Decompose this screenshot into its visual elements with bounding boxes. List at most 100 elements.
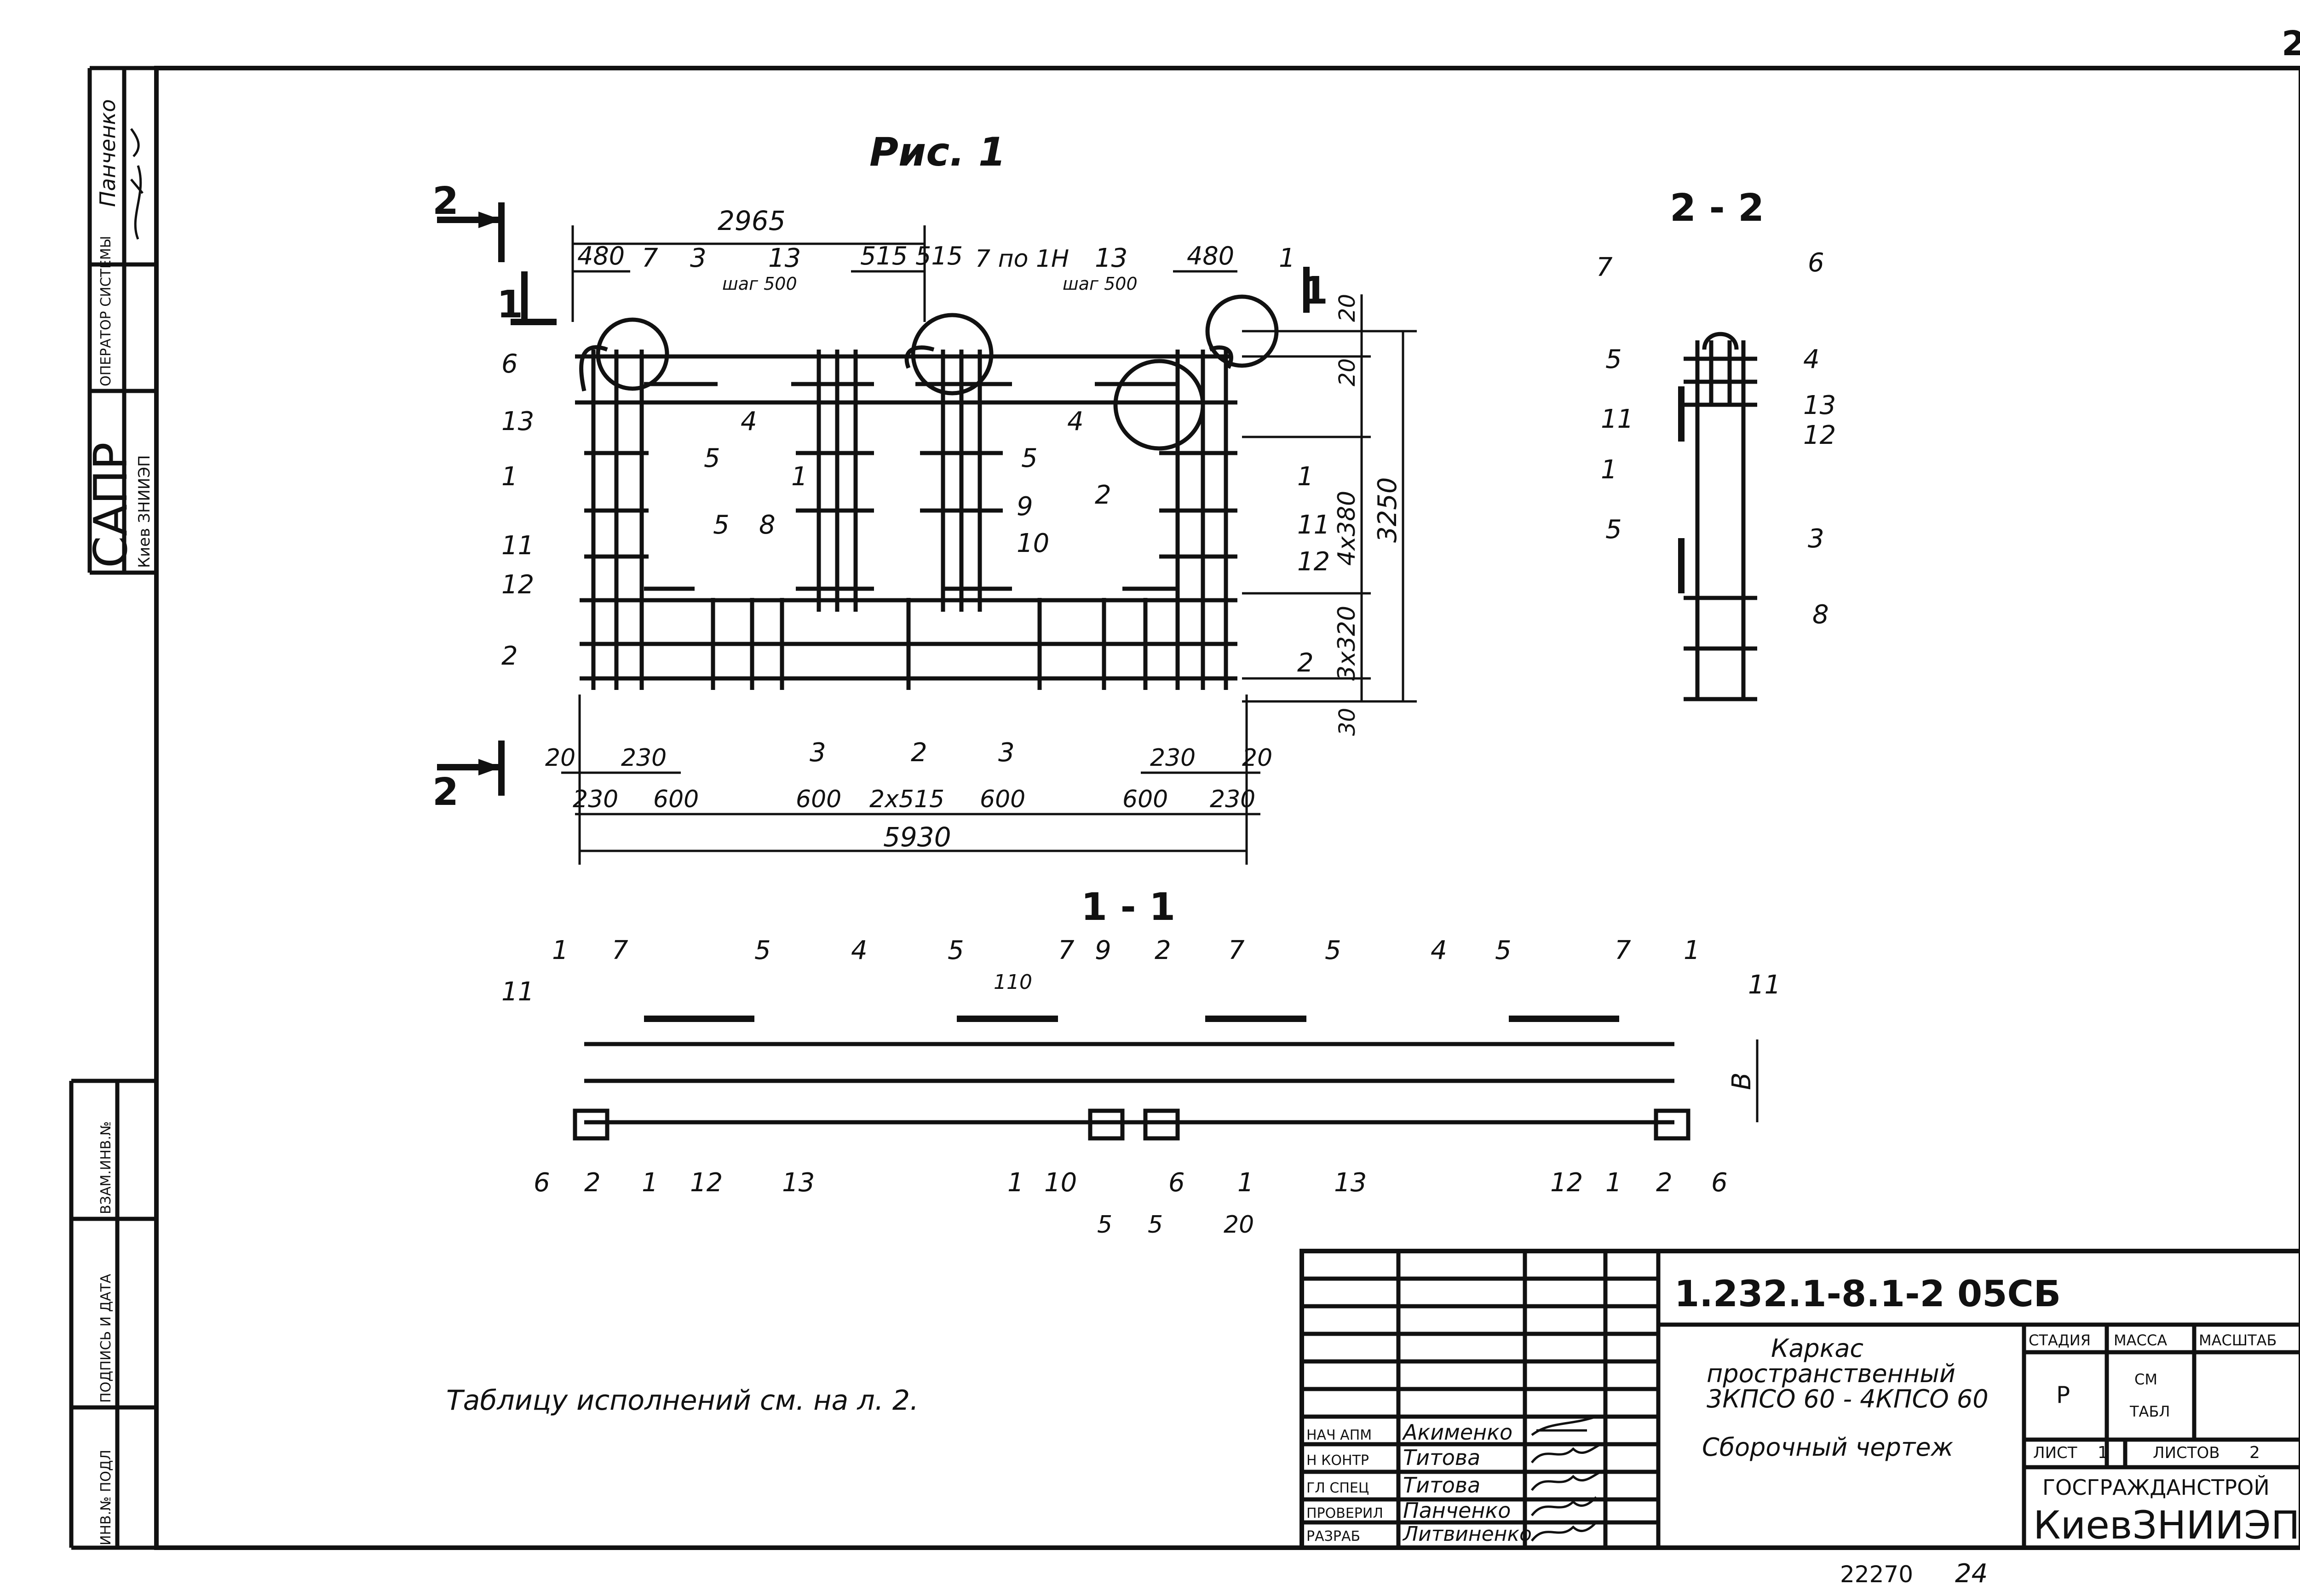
callout: 11 <box>1748 970 1781 1000</box>
callout: 5 <box>1605 515 1622 545</box>
section-2-2: 2 - 2 7 6 5 4 13 11 12 1 5 3 8 <box>1596 186 1836 701</box>
callout: 11 <box>1601 404 1633 434</box>
detail-circle-1 <box>596 317 669 391</box>
stamp-signature-mark <box>130 128 144 240</box>
callout: 13 <box>782 1168 815 1198</box>
dim-bottom-230a: 230 <box>573 786 618 813</box>
dim-right-3250: 3250 <box>1373 477 1403 543</box>
step-label-left: шаг 500 <box>722 274 797 294</box>
drawing-name-line-3: 3КПСО 60 - 4КПСО 60 <box>1707 1384 1989 1413</box>
sheet-number: 23 <box>2282 24 2300 63</box>
dim-bottom-2x515: 2х515 <box>869 786 944 813</box>
org-name-2: КиевЗНИИЭП <box>2033 1503 2300 1548</box>
stamp-operator-label: ОПЕРАТОР СИСТЕМЫ <box>98 236 114 386</box>
side-stamp: Панченко ОПЕРАТОР СИСТЕМЫ САПР Киев ЗНИИ… <box>84 99 154 1545</box>
drawing-type: Сборочный чертеж <box>1702 1433 1954 1462</box>
callout: 5 <box>754 936 771 965</box>
callout: 12 <box>1550 1168 1583 1198</box>
dim-bottom-20-right: 20 <box>1242 744 1272 772</box>
callout: 5 <box>704 443 720 473</box>
callout: 12 <box>690 1168 723 1198</box>
callout: 1 <box>1297 462 1314 492</box>
callout: 6 <box>1168 1168 1185 1198</box>
callout: 6 <box>534 1168 550 1198</box>
callout: 5 <box>948 936 964 965</box>
cage-vertical-bars <box>591 350 1228 690</box>
small-dim-5b: 5 <box>1148 1211 1163 1239</box>
callout: 11 <box>501 977 534 1007</box>
bottom-number-2: 24 <box>1955 1559 1988 1589</box>
callout: 13 <box>768 243 801 273</box>
callout: 7 <box>1615 936 1631 965</box>
dim-bottom-230-left: 230 <box>621 744 667 772</box>
stage-header: СТАДИЯ <box>2029 1332 2091 1349</box>
callout: 4 <box>1431 936 1447 965</box>
mass-value-2: ТАБЛ <box>2129 1403 2170 1420</box>
dim-bottom-230b: 230 <box>1210 786 1255 813</box>
role-label: ПРОВЕРИЛ <box>1306 1505 1383 1521</box>
callout: 2 <box>1297 648 1314 678</box>
role-name: Титова <box>1403 1445 1480 1470</box>
dim-bottom-230-right: 230 <box>1150 744 1196 772</box>
role-label: РАЗРАБ <box>1306 1528 1360 1544</box>
figure-1-title: Рис. 1 <box>869 129 1006 175</box>
callout: 7 <box>612 936 628 965</box>
sheets-value: 2 <box>2249 1443 2260 1462</box>
callout: 12 <box>501 570 534 600</box>
callout: 9 <box>1017 492 1033 522</box>
callout: 10 <box>1044 1168 1077 1198</box>
callout: 2 <box>911 738 927 768</box>
callout: 11 <box>501 531 534 561</box>
mass-header: МАССА <box>2114 1332 2167 1349</box>
callout: 5 <box>1495 936 1512 965</box>
step-label-right: шаг 500 <box>1063 274 1138 294</box>
stamp-podpis-label: ПОДПИСЬ И ДАТА <box>98 1274 114 1403</box>
callout: 13 <box>1803 390 1836 420</box>
dim-480-right: 480 <box>1187 241 1234 270</box>
callout: 5 <box>1325 936 1341 965</box>
title-block: 1.232.1-8.1-2 05СБ Каркас пространственн… <box>1300 1249 2300 1550</box>
callout: 6 <box>1808 248 1824 278</box>
figure-1: Рис. 1 2 2 1 1 <box>432 129 1417 865</box>
callout: 4 <box>1067 407 1084 436</box>
dim-bottom-600b: 600 <box>796 786 841 813</box>
callout: 4 <box>741 407 757 436</box>
mass-value-1: СМ <box>2134 1371 2157 1388</box>
sheets-label: ЛИСТОВ <box>2153 1444 2220 1462</box>
dim-right-30: 30 <box>1334 708 1360 736</box>
stamp-sapr-org: Киев ЗНИИЭП <box>135 455 154 568</box>
callout: 4 <box>851 936 868 965</box>
callout: 3 <box>1808 524 1824 554</box>
callout: 1 <box>1601 455 1617 485</box>
dimensions-bottom: 20 230 230 20 230 600 600 2х515 600 600 … <box>545 695 1272 865</box>
callout: 7 по 1Н <box>975 245 1069 273</box>
callout: 2 <box>501 641 518 671</box>
callout: 3 <box>998 738 1015 768</box>
callout: 1 <box>1279 243 1295 273</box>
callout: 6 <box>501 349 518 379</box>
stage-value: Р <box>2056 1382 2070 1408</box>
section-1-1: 1 - 1 В 11 1 7 5 4 5 110 7 9 2 7 5 <box>501 885 1781 1239</box>
callout: 7 <box>642 243 658 273</box>
callout: 12 <box>1297 547 1330 577</box>
section-2-marker-top: 2 <box>432 179 459 223</box>
dim-right-3x320: 3х320 <box>1333 606 1361 681</box>
section-1-1-bottom-callouts: 6 2 1 12 13 1 10 6 1 13 12 1 2 6 <box>534 1168 1728 1198</box>
dim-right-20b: 20 <box>1334 358 1360 386</box>
dim-right-20a: 20 <box>1334 294 1360 322</box>
callout: 2 <box>1095 480 1111 510</box>
callout: 13 <box>501 407 534 436</box>
drawing-frame <box>69 66 2300 1550</box>
small-dim-20: 20 <box>1224 1211 1254 1239</box>
section-1-1-top-callouts: 11 1 7 5 4 5 110 7 9 2 7 5 4 5 7 1 11 <box>501 936 1781 1007</box>
dim-bottom-600c: 600 <box>980 786 1025 813</box>
figure-1-callouts: 7 3 13 7 по 1Н 13 1 6 13 4 4 5 5 2 1 1 1… <box>501 243 1330 768</box>
callout: 7 <box>1058 936 1075 965</box>
dim-2965: 2965 <box>718 205 786 236</box>
section-2-2-title: 2 - 2 <box>1670 186 1764 230</box>
callout: 11 <box>1297 510 1330 540</box>
callout: 8 <box>1812 600 1829 630</box>
dim-480-left: 480 <box>577 241 625 270</box>
callout: 3 <box>810 738 826 768</box>
stamp-sapr-title: САПР <box>84 442 138 568</box>
